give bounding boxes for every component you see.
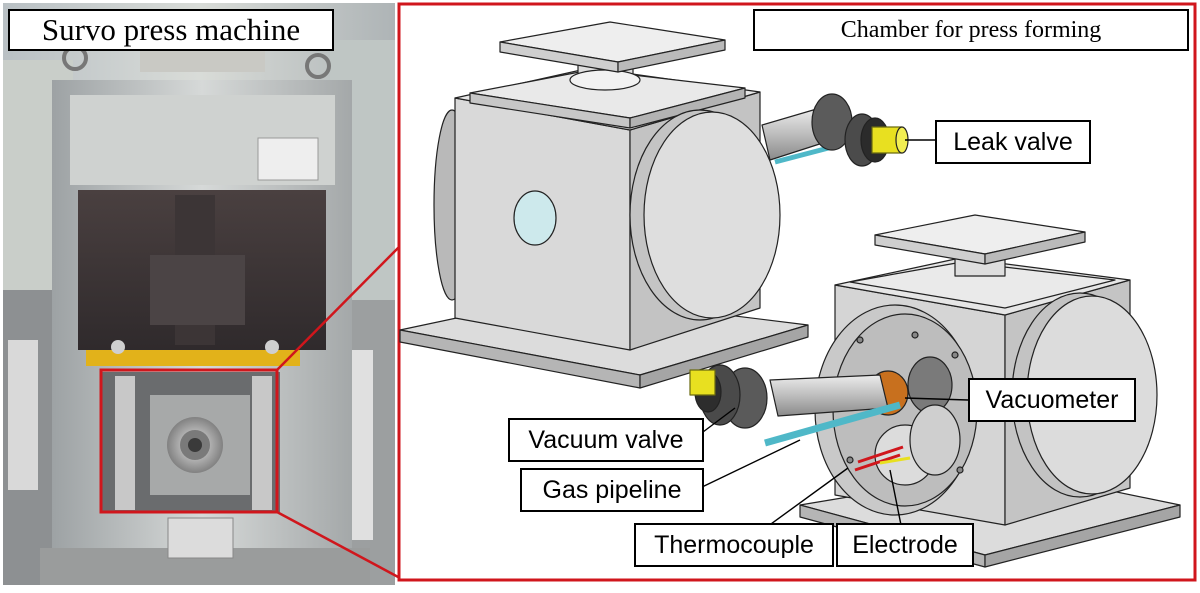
label-leak-valve: Leak valve <box>935 120 1091 164</box>
highlight-box <box>99 368 279 514</box>
label-thermocouple: Thermocouple <box>634 523 834 567</box>
upper-chamber <box>399 21 909 389</box>
label-gas-pipeline: Gas pipeline <box>520 468 704 512</box>
label-vacuum-valve: Vacuum valve <box>508 418 704 462</box>
diagram-title: Chamber for press forming <box>753 9 1189 51</box>
label-vacuometer: Vacuometer <box>968 378 1136 422</box>
zoom-connector-bottom <box>276 510 401 580</box>
photo-title: Survo press machine <box>8 9 334 51</box>
press-machine-photo <box>3 3 395 585</box>
zoom-connector-top <box>276 245 401 371</box>
label-electrode: Electrode <box>836 523 974 567</box>
lower-chamber <box>689 214 1181 568</box>
